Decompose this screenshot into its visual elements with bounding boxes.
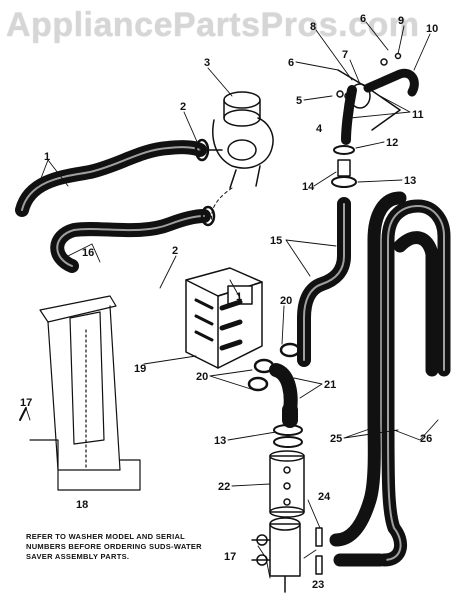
callout-13b: 13 [214, 435, 226, 447]
callout-26: 26 [420, 433, 432, 445]
callout-19: 19 [134, 363, 146, 375]
clamp-part-12 [333, 145, 355, 155]
callout-9: 9 [398, 15, 404, 27]
callout-20a: 20 [280, 295, 292, 307]
tube-part-22 [269, 450, 305, 518]
hose-part-15 [297, 197, 351, 367]
hose-part-1-highlight [21, 146, 201, 211]
callout-12: 12 [386, 137, 398, 149]
callout-2b: 2 [172, 245, 178, 257]
valve-body-part-19 [185, 267, 263, 369]
callout-1a: 1 [44, 151, 50, 163]
clamp-part-13-lower-a [273, 424, 303, 436]
dashed-guide-pump [211, 187, 233, 223]
note-line-1: REFER TO WASHER MODEL AND SERIAL [26, 532, 186, 541]
connector-part-14 [337, 159, 351, 177]
callout-17b: 17 [224, 551, 236, 563]
callout-3: 3 [204, 57, 210, 69]
fitting-part-23-b [315, 555, 323, 575]
callout-6a: 6 [288, 57, 294, 69]
callout-20b: 20 [196, 371, 208, 383]
callout-8: 8 [310, 21, 316, 33]
clamp-part-20-upper [279, 342, 301, 358]
callout-14: 14 [302, 181, 315, 193]
bottom-valve-assembly [251, 517, 301, 593]
callout-4: 4 [316, 123, 323, 135]
hose-part-16-highlight [56, 215, 205, 267]
callout-25: 25 [330, 433, 342, 445]
clamp-part-13-upper [331, 176, 357, 188]
callout-2a: 2 [180, 101, 186, 113]
note-line-2: NUMBERS BEFORE ORDERING SUDS-WATER [26, 542, 202, 551]
callout-5: 5 [296, 95, 302, 107]
frame-part-18 [19, 295, 141, 491]
clamp-part-13-lower-b [273, 436, 303, 448]
callout-1b: 1 [236, 291, 242, 303]
hose-part-16 [50, 209, 211, 273]
callout-13a: 13 [404, 175, 416, 187]
callout-24: 24 [318, 491, 331, 503]
callout-16: 16 [82, 247, 94, 259]
hose-part-25-highlight [383, 205, 445, 561]
callout-18: 18 [76, 499, 88, 511]
hose-part-26 [329, 191, 407, 547]
note-line-3: SAVER ASSEMBLY PARTS. [26, 552, 130, 561]
callout-11: 11 [412, 109, 424, 121]
clamp-part-20-lower [247, 376, 269, 392]
ordering-note: REFER TO WASHER MODEL AND SERIAL NUMBERS… [26, 532, 226, 562]
hose-part-26-inner [393, 231, 439, 377]
callout-17a: 17 [20, 397, 32, 409]
leader-lines [25, 21, 439, 579]
inlet-fitting-group [336, 52, 419, 145]
clamp-part-2-lower [200, 205, 216, 227]
callout-7: 7 [342, 49, 348, 61]
callout-10: 10 [426, 23, 438, 35]
callout-6b: 6 [360, 13, 366, 25]
callout-22: 22 [218, 481, 230, 493]
fitting-part-23-a [315, 527, 323, 547]
callout-23: 23 [312, 579, 324, 591]
hose-part-15-highlight [303, 203, 345, 361]
callout-15: 15 [270, 235, 282, 247]
pump-part-3 [199, 91, 274, 189]
callout-21: 21 [324, 379, 336, 391]
